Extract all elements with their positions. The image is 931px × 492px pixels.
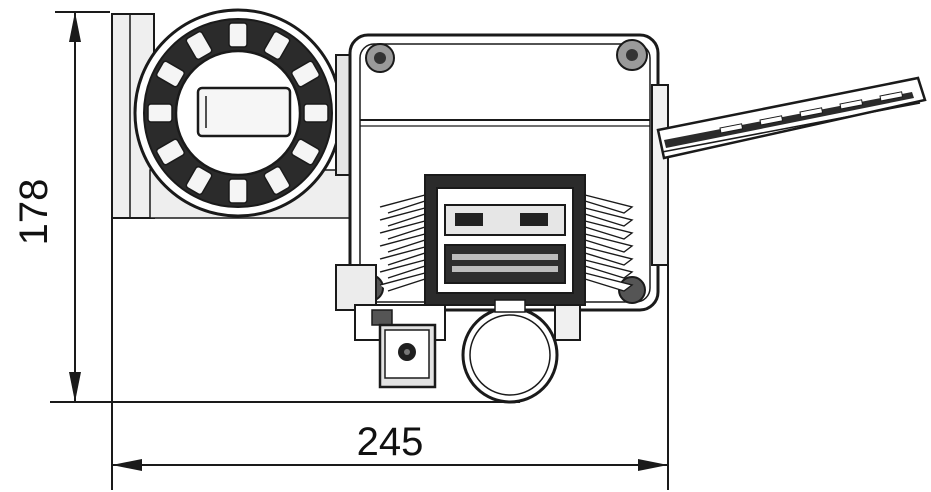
height-dimension: 178: [12, 11, 520, 403]
lever-slot: [839, 99, 864, 110]
display-housing: [133, 8, 343, 218]
bezel-slots: [147, 22, 329, 204]
lever-slot: [759, 115, 784, 126]
width-arrow-right: [638, 459, 668, 471]
height-dimension-label: 178: [12, 179, 56, 246]
bezel-slot: [185, 166, 213, 196]
cooling-fin: [584, 233, 634, 253]
lever-slots: [719, 91, 904, 134]
cooling-fin: [584, 272, 634, 292]
width-dimension-label: 245: [357, 420, 424, 464]
bezel-slot: [291, 60, 321, 88]
lever-slot: [719, 123, 744, 134]
cooling-fins-left: [379, 194, 426, 292]
bezel-slot: [263, 30, 291, 60]
bottom-bracket: [335, 264, 581, 389]
cooling-fin: [584, 220, 634, 240]
lever-slot: [879, 91, 904, 102]
nameplate-mark: [455, 213, 483, 226]
height-arrow-bottom: [69, 372, 81, 402]
cooling-fin: [584, 246, 634, 266]
bezel-slot: [147, 103, 173, 123]
bezel-slot: [291, 138, 321, 166]
cooling-fin: [584, 194, 634, 214]
width-dimension: 245: [111, 170, 669, 490]
feedback-lever: [651, 76, 927, 266]
lcd-window: [196, 86, 292, 138]
bottom-gauge: [461, 299, 559, 404]
width-arrow-left: [112, 459, 142, 471]
bezel-slot: [228, 22, 248, 48]
bezel-slot: [303, 103, 329, 123]
bezel-slot: [155, 60, 185, 88]
nameplate-bottom: [444, 244, 566, 284]
nameplate-mark: [520, 213, 548, 226]
height-arrow-top: [69, 12, 81, 42]
cooling-fin: [584, 259, 634, 279]
cooling-fins-right: [584, 194, 634, 292]
bezel-slot: [263, 166, 291, 196]
bezel-slot: [155, 138, 185, 166]
lever-slot: [799, 107, 824, 118]
bezel-slot: [228, 178, 248, 204]
bezel-slot: [185, 30, 213, 60]
terminal-block: [379, 174, 634, 306]
cooling-fin: [584, 207, 634, 227]
